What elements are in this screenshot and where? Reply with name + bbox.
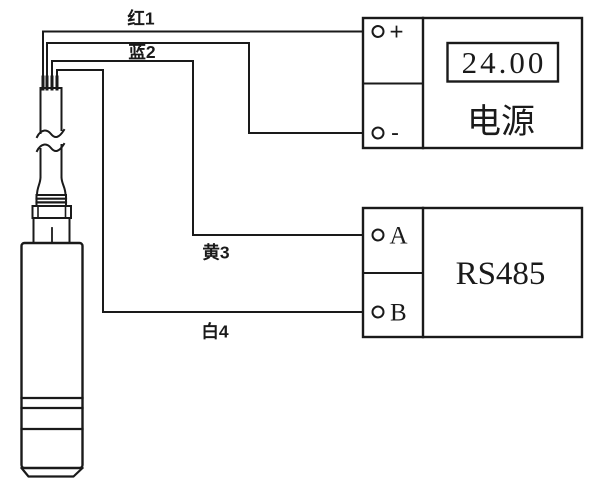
- terminal-a-label: A: [390, 223, 408, 250]
- wires: [42, 30, 374, 313]
- rs485-label: RS485: [456, 256, 546, 292]
- connector-ribs: [35, 194, 67, 207]
- rs485-box: A B RS485: [361, 206, 584, 339]
- wire-red-1: [42, 30, 374, 90]
- hex-nut-flats: [37, 205, 67, 219]
- terminal-minus-icon: [371, 126, 385, 140]
- power-supply-box: + - 24.00 电源: [361, 16, 584, 150]
- terminal-b-icon: [371, 305, 385, 319]
- connector-rib-lines: [35, 197, 68, 204]
- voltage-display: [446, 41, 560, 83]
- voltage-display-value: 24.00: [462, 45, 547, 80]
- terminal-plus-label: +: [390, 19, 404, 46]
- wire-blue-2: [46, 42, 374, 134]
- sensor-probe: [19, 75, 85, 478]
- power-supply-label: 电源: [467, 103, 535, 141]
- cable-break-icon: [35, 128, 66, 139]
- cable-lower: [39, 144, 63, 178]
- probe-body: [20, 241, 84, 470]
- cable-boot: [35, 175, 67, 197]
- cable-upper: [39, 87, 63, 134]
- wire-label-red1: 红1: [127, 9, 154, 29]
- terminal-plus-icon: [371, 25, 385, 38]
- wire-label-yellow3: 黄3: [202, 243, 229, 263]
- wire-white-4: [56, 69, 374, 313]
- wire-label-blue2: 蓝2: [128, 42, 155, 62]
- wire-yellow-3: [51, 60, 374, 236]
- terminal-b-label: B: [390, 300, 407, 327]
- probe-body-bands: [20, 396, 84, 431]
- wire-label-white4: 白4: [201, 322, 228, 342]
- terminal-a-icon: [371, 228, 385, 242]
- cable-break-icon: [35, 142, 66, 153]
- probe-tip: [19, 466, 85, 478]
- terminal-minus-label: -: [391, 120, 399, 147]
